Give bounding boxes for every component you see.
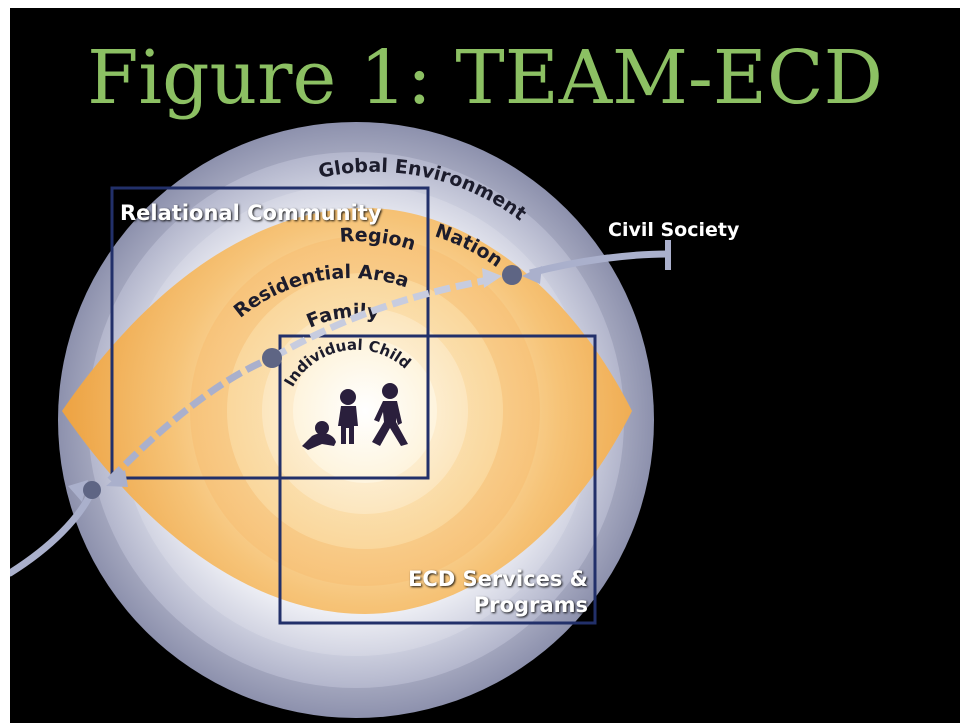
ecd-services-label-line2: Programs — [474, 593, 588, 617]
inner-rings — [190, 236, 540, 586]
walking-child-icon — [372, 383, 408, 446]
ecd-services-label-line1: ECD Services & — [408, 567, 588, 591]
inner-flow-dashed — [107, 354, 274, 483]
standing-child-icon — [338, 389, 358, 444]
node-upper — [502, 265, 522, 285]
civil-society-flow — [10, 240, 671, 577]
ecd-services-box — [278, 334, 597, 625]
down-arrowhead — [106, 470, 128, 487]
civil-society-line — [529, 250, 668, 277]
civil-society-label: Civil Society — [608, 219, 740, 241]
civil-society-arrowhead — [522, 266, 542, 284]
relational-community-box — [110, 186, 430, 480]
entry-arrowhead — [68, 480, 88, 502]
node-lower — [83, 481, 101, 499]
relational-community-label: Relational Community — [120, 201, 382, 225]
upper-flow-dashed — [270, 276, 489, 362]
up-arrowhead — [482, 268, 502, 288]
slide-title: Figure 1: TEAM-ECD — [87, 35, 883, 121]
team-ecd-diagram: Figure 1: TEAM-ECD Global Environment Na… — [10, 35, 883, 718]
individual-child-ring — [293, 339, 437, 483]
child-figures — [302, 383, 408, 450]
lower-entry-line — [10, 487, 96, 577]
node-middle — [262, 348, 282, 368]
infant-icon — [302, 421, 336, 450]
slide: Figure 1: TEAM-ECD Global Environment Na… — [10, 8, 960, 723]
